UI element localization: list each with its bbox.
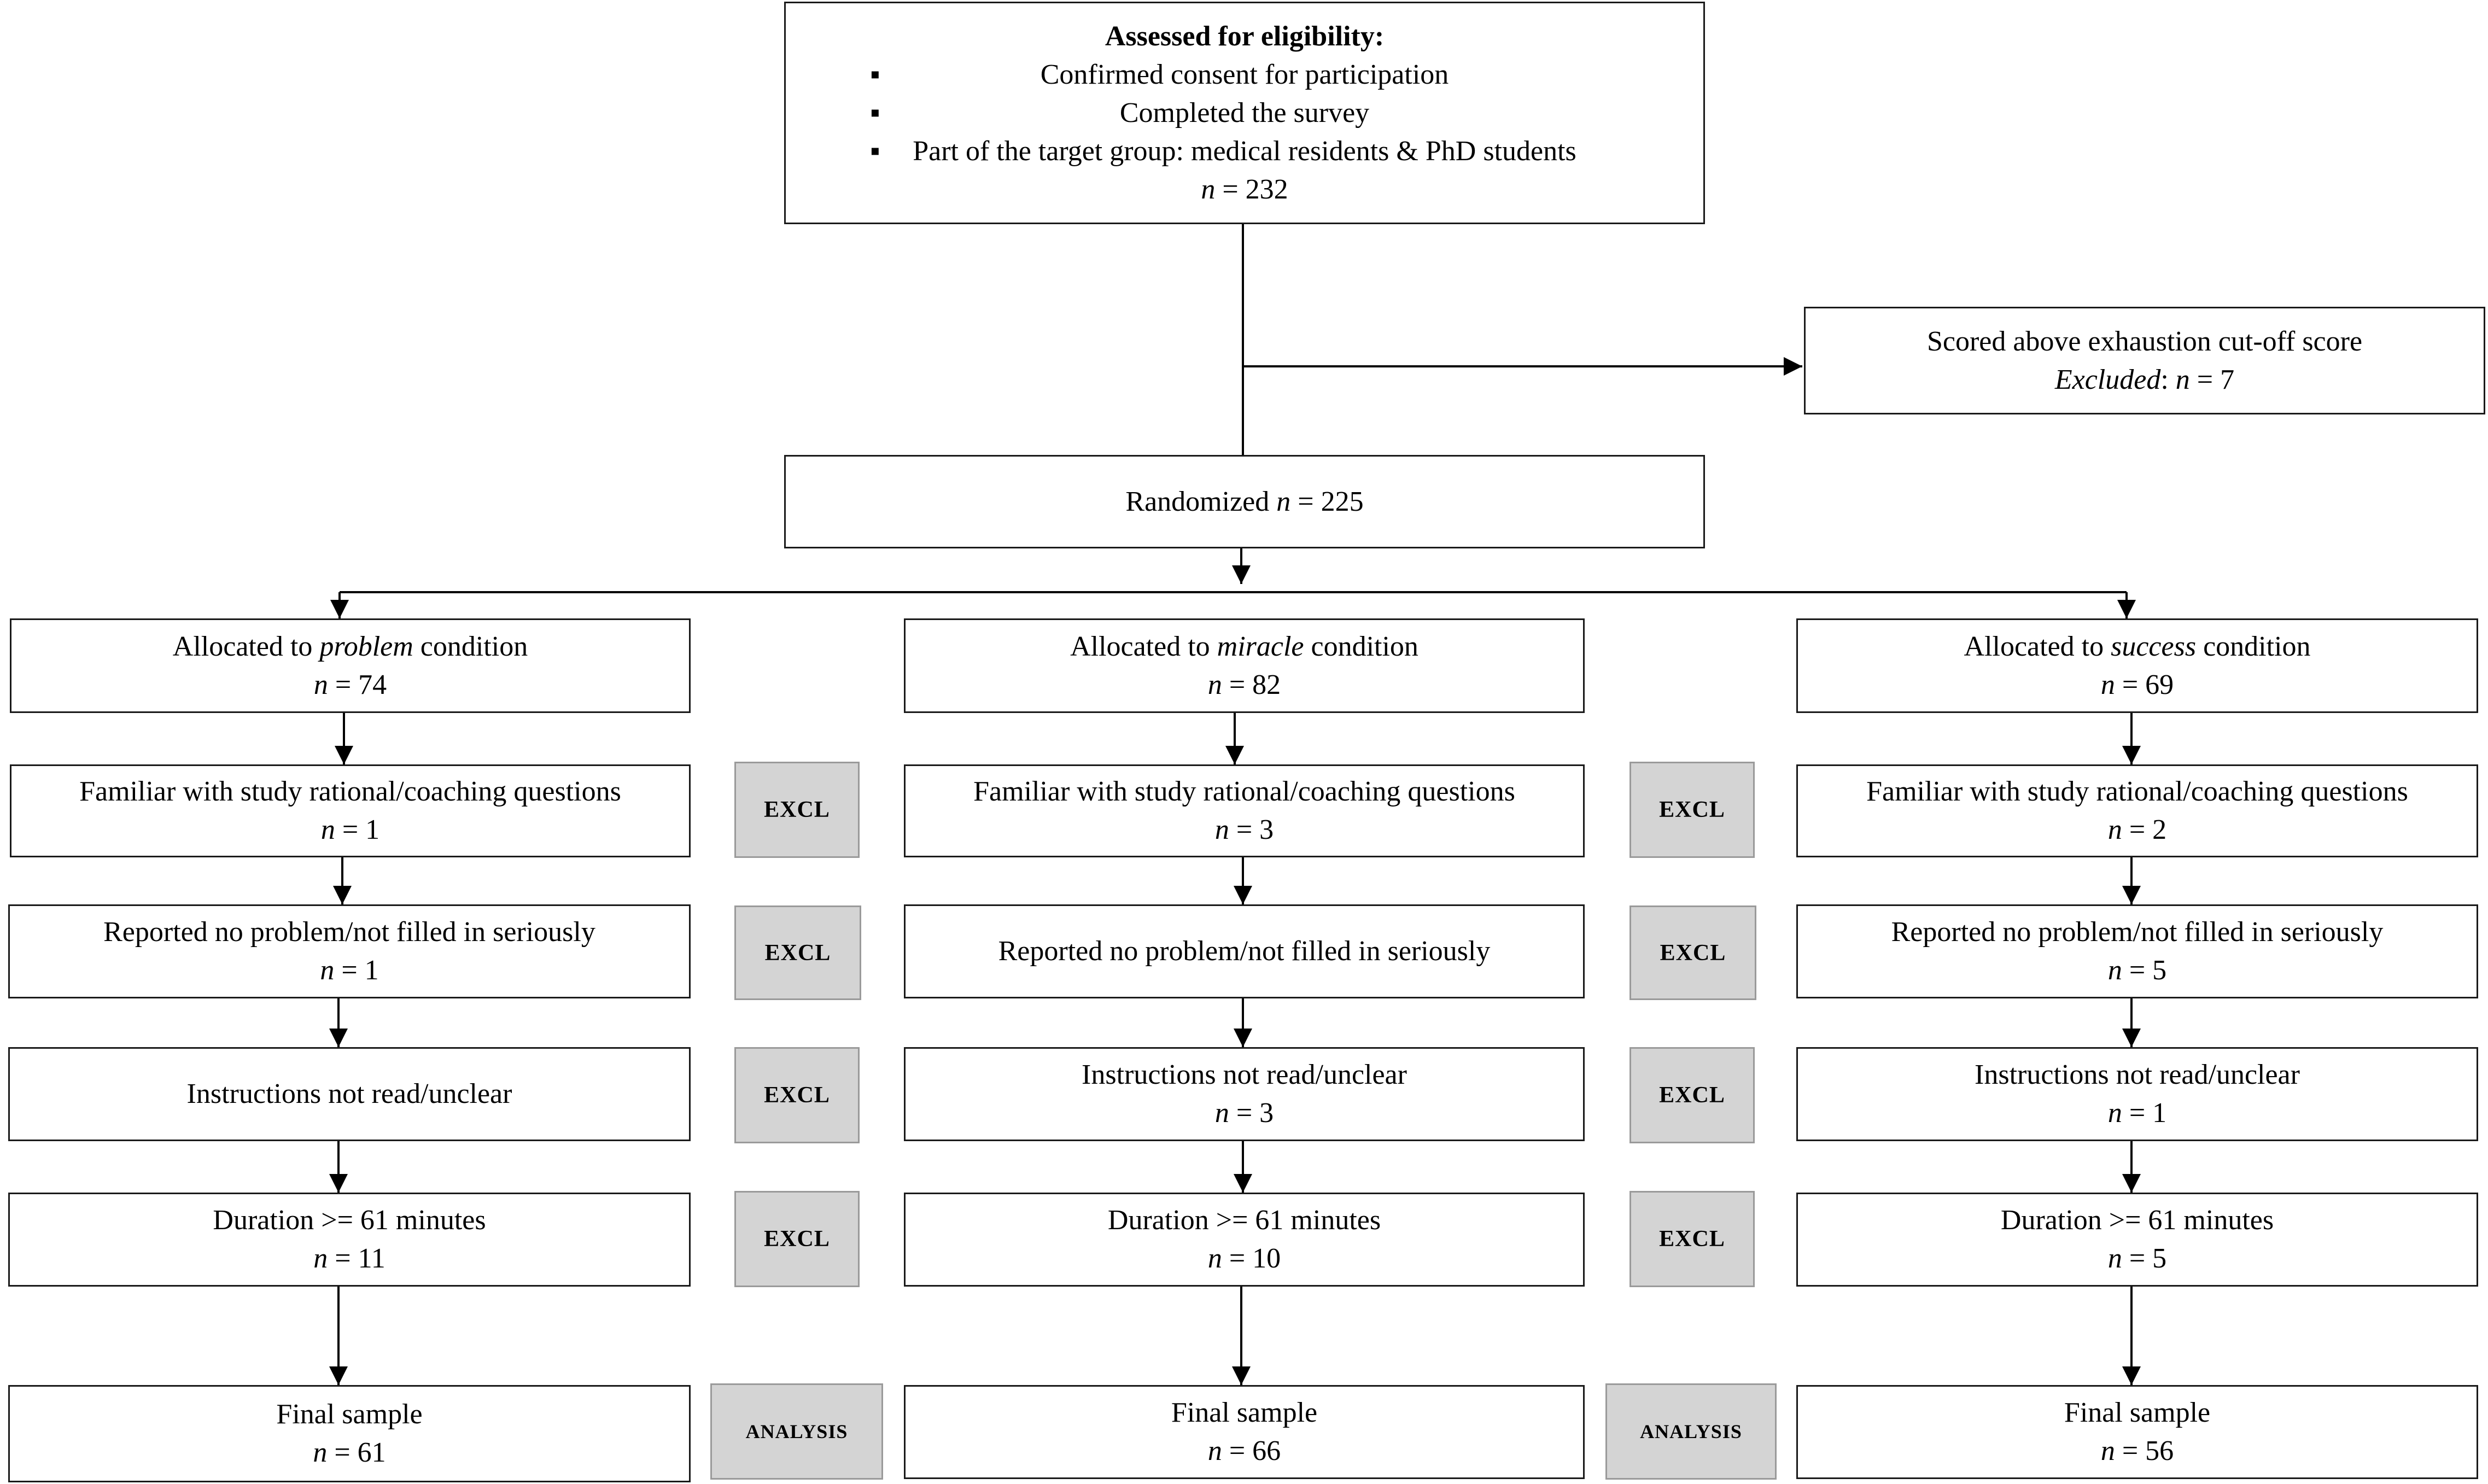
- exclusion-reason: Scored above exhaustion cut-off score: [1926, 325, 2363, 357]
- step-count: n = 3: [1214, 814, 1274, 845]
- excl-tag: EXCL: [1630, 762, 1755, 858]
- instructions-problem-box: Instructions not read/unclear: [8, 1047, 691, 1141]
- eligibility-criteria-list: Confirmed consent for participation Comp…: [870, 56, 1576, 171]
- step-count: n = 10: [1207, 1243, 1281, 1274]
- randomized-count: Randomized n = 225: [1125, 486, 1364, 517]
- final-count: n = 61: [313, 1437, 386, 1468]
- eligibility-title: Assessed for eligibility:: [1105, 20, 1385, 52]
- familiar-problem-box: Familiar with study rational/coaching qu…: [10, 764, 691, 857]
- instructions-success-box: Instructions not read/unclear n = 1: [1796, 1047, 2478, 1141]
- step-count: n = 3: [1214, 1097, 1274, 1129]
- randomized-box: Randomized n = 225: [784, 455, 1705, 548]
- exclusion-count: Excluded: n = 7: [2054, 364, 2235, 395]
- final-success-box: Final sample n = 56: [1796, 1385, 2478, 1479]
- step-count: n = 1: [320, 814, 380, 845]
- step-label: Reported no problem/not filled in seriou…: [998, 936, 1491, 967]
- step-label: Familiar with study rational/coaching qu…: [1866, 776, 2408, 807]
- excl-tag: EXCL: [1630, 905, 1756, 1000]
- allocation-problem-box: Allocated to problem condition n = 74: [10, 618, 691, 713]
- step-label: Reported no problem/not filled in seriou…: [103, 916, 595, 948]
- criterion-target-group: Part of the target group: medical reside…: [870, 132, 1576, 171]
- step-count: n = 1: [320, 955, 379, 986]
- analysis-tag: ANALYSIS: [710, 1383, 883, 1480]
- step-label: Familiar with study rational/coaching qu…: [973, 776, 1515, 807]
- step-label: Duration >= 61 minutes: [1107, 1205, 1381, 1236]
- step-label: Instructions not read/unclear: [1975, 1059, 2300, 1090]
- final-label: Final sample: [276, 1399, 423, 1430]
- step-count: n = 5: [2107, 1243, 2167, 1274]
- allocation-count: n = 74: [313, 669, 387, 700]
- allocation-label: Allocated to miracle condition: [1070, 630, 1418, 662]
- exclusion-box: Scored above exhaustion cut-off score Ex…: [1804, 307, 2485, 414]
- excl-tag: EXCL: [734, 1047, 860, 1143]
- step-count: n = 11: [313, 1243, 386, 1274]
- step-label: Familiar with study rational/coaching qu…: [79, 776, 621, 807]
- excl-tag: EXCL: [734, 905, 861, 1000]
- final-label: Final sample: [2064, 1397, 2211, 1428]
- step-label: Reported no problem/not filled in seriou…: [1891, 916, 2384, 948]
- analysis-tag: ANALYSIS: [1605, 1383, 1777, 1480]
- excl-tag: EXCL: [1630, 1047, 1755, 1143]
- reported-problem-box: Reported no problem/not filled in seriou…: [8, 904, 691, 998]
- reported-miracle-box: Reported no problem/not filled in seriou…: [904, 904, 1585, 998]
- criterion-consent: Confirmed consent for participation: [870, 56, 1576, 94]
- allocation-count: n = 82: [1207, 669, 1281, 700]
- eligibility-box: Assessed for eligibility: Confirmed cons…: [784, 2, 1705, 224]
- final-count: n = 66: [1207, 1435, 1281, 1467]
- familiar-success-box: Familiar with study rational/coaching qu…: [1796, 764, 2478, 857]
- criterion-survey: Completed the survey: [870, 94, 1576, 132]
- step-count: n = 1: [2107, 1097, 2167, 1129]
- allocation-count: n = 69: [2100, 669, 2174, 700]
- step-label: Instructions not read/unclear: [1082, 1059, 1407, 1090]
- final-miracle-box: Final sample n = 66: [904, 1385, 1585, 1479]
- allocation-success-box: Allocated to success condition n = 69: [1796, 618, 2478, 713]
- step-count: n = 2: [2107, 814, 2167, 845]
- excl-tag: EXCL: [1630, 1191, 1755, 1287]
- step-label: Instructions not read/unclear: [186, 1078, 512, 1109]
- duration-success-box: Duration >= 61 minutes n = 5: [1796, 1193, 2478, 1287]
- step-label: Duration >= 61 minutes: [2000, 1205, 2274, 1236]
- step-label: Duration >= 61 minutes: [213, 1205, 486, 1236]
- eligibility-count: n = 232: [1201, 173, 1288, 205]
- excl-tag: EXCL: [734, 1191, 860, 1287]
- final-problem-box: Final sample n = 61: [8, 1385, 691, 1482]
- final-count: n = 56: [2100, 1435, 2174, 1467]
- allocation-label: Allocated to problem condition: [172, 630, 528, 662]
- allocation-label: Allocated to success condition: [1964, 630, 2311, 662]
- step-count: n = 5: [2107, 955, 2167, 986]
- duration-problem-box: Duration >= 61 minutes n = 11: [8, 1193, 691, 1287]
- instructions-miracle-box: Instructions not read/unclear n = 3: [904, 1047, 1585, 1141]
- reported-success-box: Reported no problem/not filled in seriou…: [1796, 904, 2478, 998]
- excl-tag: EXCL: [734, 762, 860, 858]
- familiar-miracle-box: Familiar with study rational/coaching qu…: [904, 764, 1585, 857]
- duration-miracle-box: Duration >= 61 minutes n = 10: [904, 1193, 1585, 1287]
- final-label: Final sample: [1171, 1397, 1318, 1428]
- allocation-miracle-box: Allocated to miracle condition n = 82: [904, 618, 1585, 713]
